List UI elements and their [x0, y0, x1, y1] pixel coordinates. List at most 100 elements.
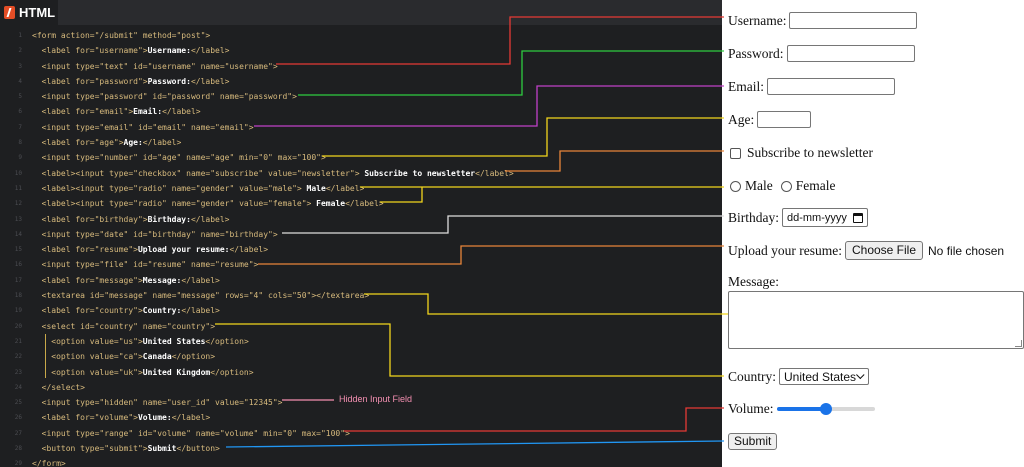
- line-number: 13: [14, 215, 22, 223]
- code-text: <input type="number" id="age" name="age"…: [32, 150, 326, 165]
- age-row: Age:: [728, 111, 812, 128]
- code-markup: <input type="file" id="resume" name="res…: [32, 260, 259, 270]
- age-input[interactable]: [757, 111, 812, 128]
- code-text: <label><input type="radio" name="gender"…: [32, 181, 365, 196]
- code-text: <label for="birthday">Birthday:</label>: [32, 212, 230, 227]
- code-markup: <label><input type="radio" name="gender"…: [32, 199, 317, 209]
- code-line: 23 <option value="uk">United Kingdom</op…: [0, 365, 722, 380]
- line-number: 11: [14, 184, 22, 192]
- code-markup: <option value="us">: [32, 336, 143, 346]
- newsletter-row: Subscribe to newsletter: [728, 145, 873, 161]
- choose-file-button[interactable]: Choose File: [844, 241, 924, 260]
- male-radio[interactable]: [730, 180, 741, 192]
- code-line: 15 <label for="resume">Upload your resum…: [0, 242, 722, 257]
- birthday-label: Birthday:: [728, 209, 779, 225]
- code-line: 10 <label><input type="checkbox" name="s…: [0, 166, 722, 181]
- volume-slider[interactable]: [776, 402, 875, 416]
- calendar-icon[interactable]: [853, 212, 863, 223]
- code-text: <label for="email">Email:</label>: [32, 104, 201, 119]
- code-closing-tag: </label>: [229, 245, 269, 255]
- username-input[interactable]: [789, 12, 918, 29]
- volume-label: Volume:: [728, 401, 774, 416]
- line-number: 2: [18, 47, 22, 55]
- code-markup: <option value="ca">: [32, 352, 143, 362]
- code-content-text: Email:: [133, 107, 163, 117]
- username-label: Username:: [728, 12, 787, 28]
- code-content-text: United Kingdom: [142, 367, 211, 377]
- birthday-placeholder: dd-mm-yyyy: [787, 211, 847, 224]
- code-line: 13 <label for="birthday">Birthday:</labe…: [0, 212, 722, 227]
- volume-thumb[interactable]: [819, 403, 832, 415]
- code-content-text: United States: [142, 336, 206, 346]
- line-number: 29: [14, 460, 22, 467]
- email-input[interactable]: [767, 78, 895, 95]
- code-markup: <input type="email" id="email" name="ema…: [32, 122, 254, 132]
- code-markup: <label for="email">: [32, 107, 134, 117]
- female-radio[interactable]: [780, 180, 792, 192]
- code-markup: <input type="password" id="password" nam…: [32, 92, 297, 102]
- newsletter-checkbox[interactable]: [730, 147, 741, 159]
- code-text: <input type="range" id="volume" name="vo…: [32, 426, 350, 441]
- line-number: 14: [14, 230, 22, 238]
- line-number: 5: [18, 93, 22, 101]
- password-input[interactable]: [786, 45, 915, 62]
- code-closing-tag: </label>: [190, 76, 230, 86]
- code-line: 27 <input type="range" id="volume" name=…: [0, 426, 722, 441]
- code-line: 7 <input type="email" id="email" name="e…: [0, 120, 722, 135]
- code-content-text: Message:: [142, 275, 182, 285]
- code-editor-panel: HTML 1<form action="/submit" method="pos…: [0, 0, 722, 467]
- birthday-row: Birthday: dd-mm-yyyy: [728, 208, 868, 227]
- code-line: 25 <input type="hidden" name="user_id" v…: [0, 395, 722, 410]
- resize-grip-icon[interactable]: [1015, 340, 1022, 347]
- code-line: 29 </form>: [0, 456, 722, 467]
- message-label-row: Message:: [728, 274, 779, 290]
- code-markup: <label for="username">: [32, 46, 148, 56]
- code-markup: </select>: [32, 382, 85, 392]
- country-select[interactable]: United States: [779, 368, 870, 385]
- code-content-text: Password:: [147, 76, 191, 86]
- code-closing-tag: </label>: [190, 46, 230, 56]
- code-closing-tag: </button>: [176, 444, 220, 454]
- code-line: 2 <label for="username">Username:</label…: [0, 43, 722, 58]
- code-content-text: Username:: [147, 46, 191, 56]
- code-content-text: Female: [316, 199, 346, 209]
- code-line: 1<form action="/submit" method="post">: [0, 28, 722, 43]
- code-text: <option value="ca">Canada</option>: [32, 349, 215, 364]
- code-content-text: Upload your resume:: [137, 245, 230, 255]
- tab-html[interactable]: HTML: [0, 0, 58, 25]
- submit-button[interactable]: Submit: [728, 433, 778, 450]
- editor-tab-bar: HTML: [0, 0, 722, 25]
- code-text: <label for="username">Username:</label>: [32, 43, 230, 58]
- code-markup: <label for="resume">: [32, 245, 138, 255]
- birthday-date-input[interactable]: dd-mm-yyyy: [782, 208, 868, 227]
- line-number: 8: [18, 139, 22, 147]
- code-line: 16 <input type="file" id="resume" name="…: [0, 257, 722, 272]
- code-closing-tag: </label>: [171, 413, 211, 423]
- chevron-down-icon: [856, 370, 865, 379]
- code-text: <label for="message">Message:</label>: [32, 273, 220, 288]
- code-markup: </form>: [32, 459, 66, 467]
- code-markup: <label for="password">: [32, 76, 148, 86]
- code-markup: <button type="submit">: [32, 444, 148, 454]
- line-number: 3: [18, 62, 22, 70]
- indent-guide: [45, 334, 46, 378]
- code-line: 18 <textarea id="message" name="message"…: [0, 288, 722, 303]
- code-line: 21 <option value="us">United States</opt…: [0, 334, 722, 349]
- code-markup: <label><input type="radio" name="gender"…: [32, 183, 307, 193]
- line-number: 26: [14, 414, 22, 422]
- newsletter-label: Subscribe to newsletter: [747, 145, 873, 160]
- code-content-text: Birthday:: [147, 214, 191, 224]
- code-line: 11 <label><input type="radio" name="gend…: [0, 181, 722, 196]
- line-number: 22: [14, 353, 22, 361]
- code-text: <label><input type="checkbox" name="subs…: [32, 166, 514, 181]
- code-closing-tag: </label>: [162, 107, 201, 117]
- code-line: 20 <select id="country" name="country">: [0, 319, 722, 334]
- code-closing-tag: </label>: [345, 199, 384, 209]
- message-textarea[interactable]: [728, 291, 1024, 349]
- code-text: <label for="country">Country:</label>: [32, 303, 220, 318]
- line-number: 15: [14, 246, 22, 254]
- code-line: 6 <label for="email">Email:</label>: [0, 104, 722, 119]
- line-number: 27: [14, 429, 22, 437]
- code-text: <label for="volume">Volume:</label>: [32, 410, 211, 425]
- html5-icon: [4, 6, 15, 19]
